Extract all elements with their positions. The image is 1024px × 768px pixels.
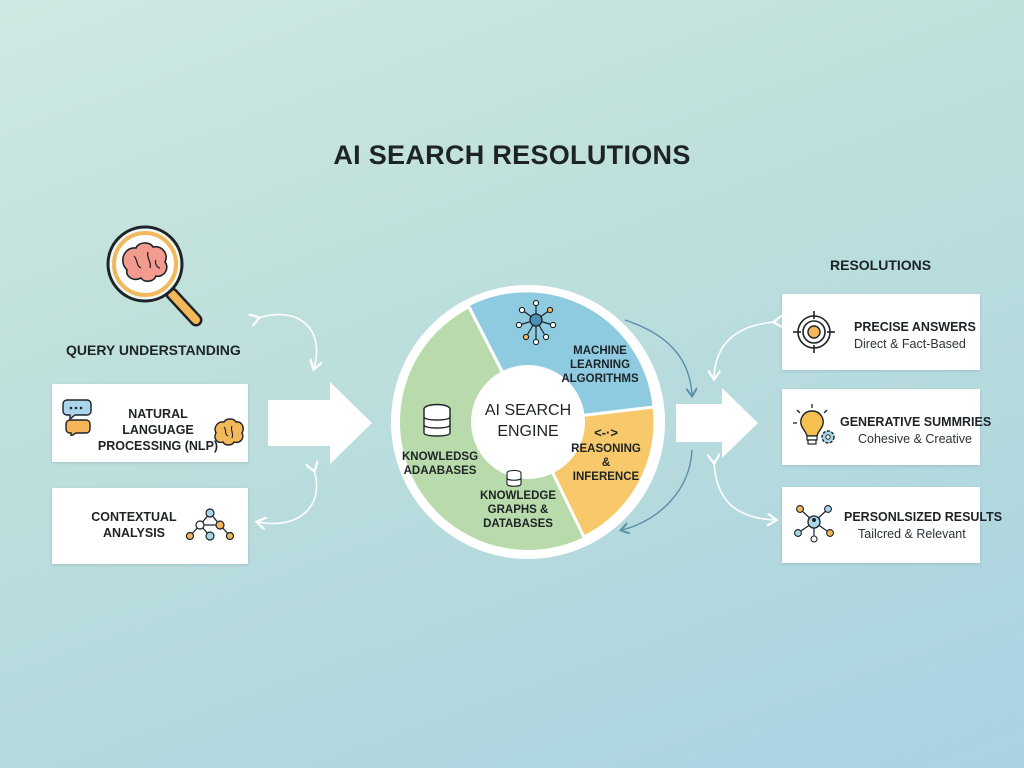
ml-line3: ALGORITHMS xyxy=(561,373,639,385)
brain-icon xyxy=(214,418,244,446)
personalized-results-title: PERSONLSIZED RESULTS xyxy=(844,510,1003,524)
personalized-results-card: PERSONLSIZED RESULTS Tailcred & Relevant xyxy=(782,487,1002,563)
ml-line2: LEARNING xyxy=(569,359,631,371)
database-small-icon xyxy=(506,469,522,487)
knowledsg-line1: KNOWLEDSG xyxy=(401,451,479,463)
contextual-line2: ANALYSIS xyxy=(102,526,166,540)
neural-network-icon xyxy=(515,299,557,346)
curved-arrow-top-center xyxy=(624,319,692,395)
reasoning-line2: & INFERENCE xyxy=(572,457,640,483)
brain-magnifier-icon xyxy=(106,225,203,327)
curved-arrow-bottom-center xyxy=(622,449,693,530)
query-understanding-label: QUERY UNDERSTANDING xyxy=(66,342,241,358)
curved-arrow-bottom-left xyxy=(258,470,317,523)
nlp-card: NATURAL LANGUAGE PROCESSING (NLP) xyxy=(52,384,248,462)
precise-answers-title: PRECISE ANSWERS xyxy=(854,320,976,334)
curved-arrow-bottom-right xyxy=(714,462,775,520)
engine-center-line2: ENGINE xyxy=(497,423,559,440)
precise-answers-card: PRECISE ANSWERS Direct & Fact-Based xyxy=(782,294,980,370)
generative-summaries-title: GENERATIVE SUMMRIES xyxy=(840,415,992,429)
flow-arrow-right xyxy=(676,388,758,458)
flow-arrow-left xyxy=(268,382,372,464)
nlp-line2: PROCESSING (NLP) xyxy=(97,439,219,453)
generative-summaries-subtitle: Cohesive & Creative xyxy=(858,432,972,446)
lightbulb-gear-icon xyxy=(793,404,835,445)
resolutions-label: RESOLUTIONS xyxy=(830,257,932,273)
engine-wheel xyxy=(391,285,665,559)
ml-line1: MACHINE xyxy=(573,345,627,357)
knowledsg-line2: ADAABASES xyxy=(403,465,477,477)
nlp-line1: NATURAL LANGUAGE xyxy=(122,407,194,437)
generative-summaries-card: GENERATIVE SUMMRIES Cohesive & Creative xyxy=(782,389,991,465)
knowledge-line2: GRAPHS & xyxy=(487,504,549,516)
reasoning-line1: REASONING xyxy=(571,443,641,455)
engine-center xyxy=(471,365,585,479)
curved-arrow-top-left xyxy=(258,315,317,368)
personalized-results-subtitle: Tailcred & Relevant xyxy=(858,527,966,541)
target-icon xyxy=(793,311,835,353)
curved-arrow-top-right xyxy=(714,322,775,378)
knowledge-line3: DATABASES xyxy=(483,518,553,530)
reasoning-glyph: <-·> xyxy=(594,425,618,440)
knowledge-line1: KNOWLEDGE xyxy=(479,490,557,502)
database-icon xyxy=(423,403,451,437)
network-icon xyxy=(186,508,235,541)
chat-bubbles-icon xyxy=(62,399,92,436)
contextual-line1: CONTEXTUAL xyxy=(91,510,177,524)
page-title: AI SEARCH RESOLUTIONS xyxy=(333,140,691,170)
personalized-network-icon xyxy=(794,505,834,543)
precise-answers-subtitle: Direct & Fact-Based xyxy=(854,337,966,351)
engine-center-line1: AI SEARCH xyxy=(484,402,572,419)
contextual-analysis-card: CONTEXTUAL ANALYSIS xyxy=(52,488,248,564)
